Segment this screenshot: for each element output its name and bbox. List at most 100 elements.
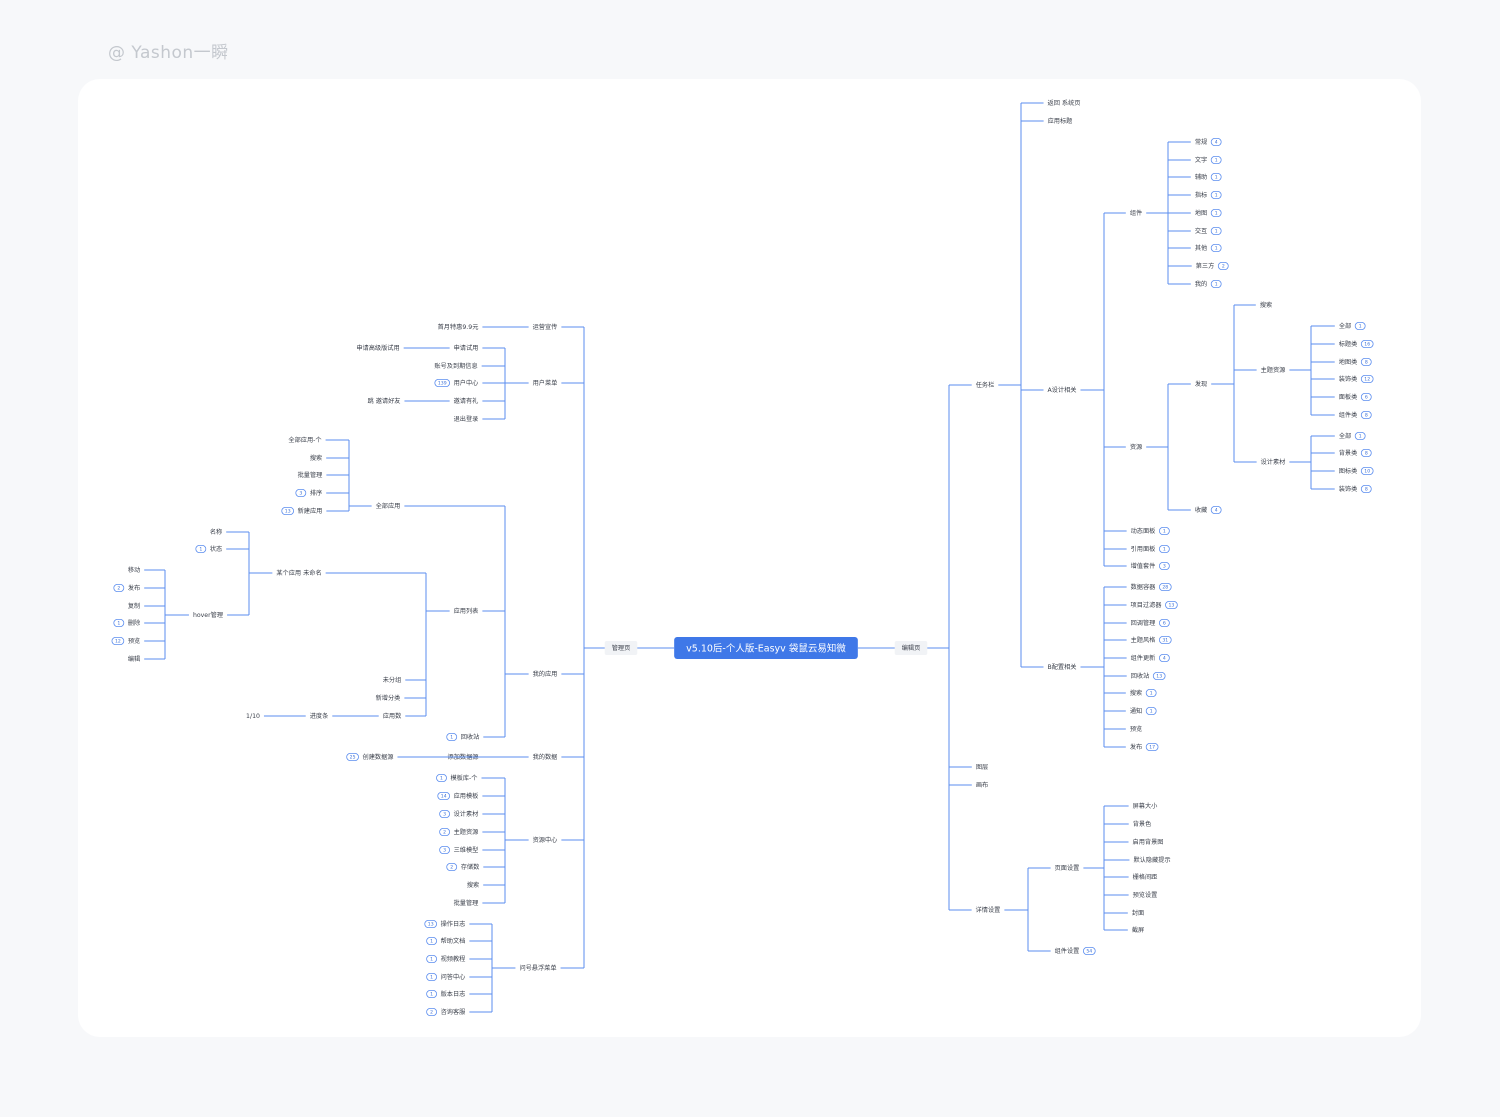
mindmap-node[interactable]: 新建应用 (298, 507, 323, 515)
mindmap-node[interactable]: 其他 (1195, 244, 1207, 252)
mindmap-node[interactable]: 详情设置 (976, 906, 1001, 914)
mindmap-node[interactable]: 应用数 (383, 712, 402, 720)
mindmap-node[interactable]: 增值套件 (1131, 562, 1156, 570)
mindmap-node[interactable]: 预览设置 (1133, 891, 1158, 899)
mindmap-node[interactable]: 搜索 (1130, 689, 1142, 697)
mindmap-node[interactable]: 主题风格 (1131, 636, 1157, 644)
mindmap-node[interactable]: 第三方 (1196, 262, 1215, 270)
mindmap-node[interactable]: 应用列表 (454, 607, 479, 615)
mindmap-node[interactable]: 移动 (128, 566, 140, 574)
mindmap-node[interactable]: 新增分类 (376, 694, 401, 702)
mindmap-node[interactable]: 全部 (1339, 322, 1351, 330)
mindmap-node[interactable]: 全部应用-个 (288, 436, 321, 444)
mindmap-node[interactable]: 问号悬浮菜单 (519, 964, 556, 972)
mindmap-node[interactable]: 咨询客服 (441, 1008, 466, 1016)
mindmap-node[interactable]: 我的 (1195, 280, 1207, 288)
mindmap-node[interactable]: 复制 (128, 602, 140, 610)
mindmap-node[interactable]: 屏幕大小 (1133, 802, 1159, 810)
mindmap-node[interactable]: 图标类 (1339, 467, 1358, 475)
mindmap-node[interactable]: 标题类 (1339, 340, 1358, 348)
mindmap-node[interactable]: 启用背景图 (1133, 838, 1164, 846)
mindmap-node[interactable]: 组件更新 (1131, 654, 1156, 662)
mindmap-node[interactable]: 回调管理 (1131, 619, 1156, 627)
mindmap-node[interactable]: 用户中心 (454, 379, 479, 387)
mindmap-node[interactable]: 运营宣传 (533, 323, 558, 331)
mindmap-node[interactable]: 通知 (1130, 707, 1142, 715)
mindmap-node[interactable]: 视频教程 (441, 955, 466, 963)
mindmap-node[interactable]: 设计素材 (1261, 458, 1286, 466)
mindmap-node[interactable]: 回收站 (1131, 672, 1150, 680)
mindmap-node[interactable]: 模板库-个 (451, 774, 478, 782)
mindmap-node[interactable]: 批量管理 (454, 899, 479, 907)
mindmap-node[interactable]: 地图 (1195, 209, 1207, 217)
mindmap-node[interactable]: 背景类 (1339, 449, 1358, 457)
mindmap-node[interactable]: 发现 (1195, 380, 1207, 388)
mindmap-node[interactable]: 图层 (976, 764, 988, 771)
mindmap-node[interactable]: 组件类 (1339, 411, 1358, 419)
mindmap-node[interactable]: 主题资源 (1261, 366, 1286, 374)
mindmap-node[interactable]: 组件 (1130, 209, 1142, 217)
mindmap-node[interactable]: 1/10 (246, 713, 260, 720)
mindmap-node[interactable]: 回收站 (461, 733, 480, 741)
mindmap-node[interactable]: 应用标题 (1048, 117, 1073, 125)
mindmap-node[interactable]: 资源 (1130, 443, 1142, 451)
mindmap-node[interactable]: 收藏 (1195, 506, 1207, 514)
mindmap-node[interactable]: 退出登录 (454, 415, 479, 423)
mindmap-node[interactable]: 资源中心 (533, 836, 558, 844)
mindmap-node[interactable]: A设计相关 (1048, 386, 1077, 394)
mindmap-node[interactable]: 批量管理 (298, 471, 323, 479)
mindmap-node[interactable]: 进度条 (310, 712, 329, 720)
mindmap-node[interactable]: hover管理 (193, 611, 223, 619)
mindmap-node[interactable]: 装饰类 (1339, 485, 1358, 493)
mindmap-node[interactable]: 任务栏 (976, 381, 995, 389)
mindmap-node[interactable]: 排序 (310, 489, 322, 497)
mindmap-node[interactable]: 预览 (1130, 725, 1142, 733)
mindmap-node[interactable]: 帮助文档 (441, 937, 466, 945)
mindmap-node[interactable]: 截屏 (1132, 926, 1144, 934)
mindmap-node[interactable]: 常规 (1195, 138, 1207, 146)
mindmap-node[interactable]: 应用模板 (454, 792, 479, 800)
mindmap-node[interactable]: 编辑 (128, 655, 140, 663)
mindmap-node[interactable]: 动态面板 (1131, 527, 1156, 535)
mindmap-node[interactable]: 问答中心 (441, 973, 466, 981)
mindmap-node[interactable]: 跳 邀请好友 (368, 397, 401, 405)
branch-edit-page[interactable] (894, 641, 928, 655)
mindmap-node[interactable]: 地图类 (1339, 358, 1358, 366)
mindmap-node[interactable]: 搜索 (1260, 301, 1272, 309)
mindmap-node[interactable]: 画布 (976, 781, 988, 789)
mindmap-node[interactable]: B配置相关 (1048, 663, 1077, 671)
mindmap-node[interactable]: 首月特惠9.9元 (438, 323, 479, 331)
mindmap-node[interactable]: 申请高级版试用 (356, 344, 399, 352)
mindmap-node[interactable]: 项目过滤器 (1131, 601, 1163, 609)
mindmap-node[interactable]: 封面 (1132, 909, 1144, 917)
mindmap-node[interactable]: 辅助 (1195, 173, 1207, 181)
mindmap-node[interactable]: 账号及到期信息 (434, 362, 477, 370)
root-node[interactable] (674, 637, 858, 659)
mindmap-node[interactable]: 全部 (1339, 432, 1351, 440)
mindmap-node[interactable]: 删除 (128, 619, 141, 627)
mindmap-node[interactable]: 三维模型 (454, 846, 479, 854)
mindmap-node[interactable]: 文字 (1195, 156, 1207, 164)
mindmap-node[interactable]: 存储数 (461, 863, 480, 871)
mindmap-node[interactable]: 操作日志 (441, 920, 466, 928)
mindmap-node[interactable]: 我的数据 (533, 753, 558, 761)
mindmap-node[interactable]: 邀请有礼 (454, 397, 479, 405)
mindmap-node[interactable]: 交互 (1195, 227, 1207, 235)
mindmap-node[interactable]: 栅格间距 (1133, 873, 1158, 881)
mindmap-node[interactable]: 发布 (128, 584, 140, 592)
mindmap-node[interactable]: 发布 (1130, 743, 1142, 751)
mindmap-node[interactable]: 主题资源 (454, 828, 479, 836)
branch-manage-page[interactable] (604, 641, 638, 655)
mindmap-node[interactable]: 设计素材 (454, 810, 479, 818)
mindmap-node[interactable]: 创建数据源 (363, 753, 394, 761)
mindmap-node[interactable]: 组件设置 (1055, 947, 1080, 955)
mindmap-node[interactable]: 某个应用 未命名 (276, 569, 321, 577)
mindmap-node[interactable]: 版本日志 (441, 990, 466, 998)
mindmap-node[interactable]: 面板类 (1339, 393, 1358, 401)
mindmap-node[interactable]: 指标 (1195, 191, 1207, 199)
mindmap-node[interactable]: 装饰类 (1339, 375, 1358, 383)
mindmap-node[interactable]: 全部应用 (376, 502, 401, 510)
mindmap-node[interactable]: 用户菜单 (533, 379, 558, 387)
mindmap-node[interactable]: 返回 系统页 (1048, 99, 1081, 107)
mindmap-node[interactable]: 引用面板 (1131, 545, 1156, 553)
